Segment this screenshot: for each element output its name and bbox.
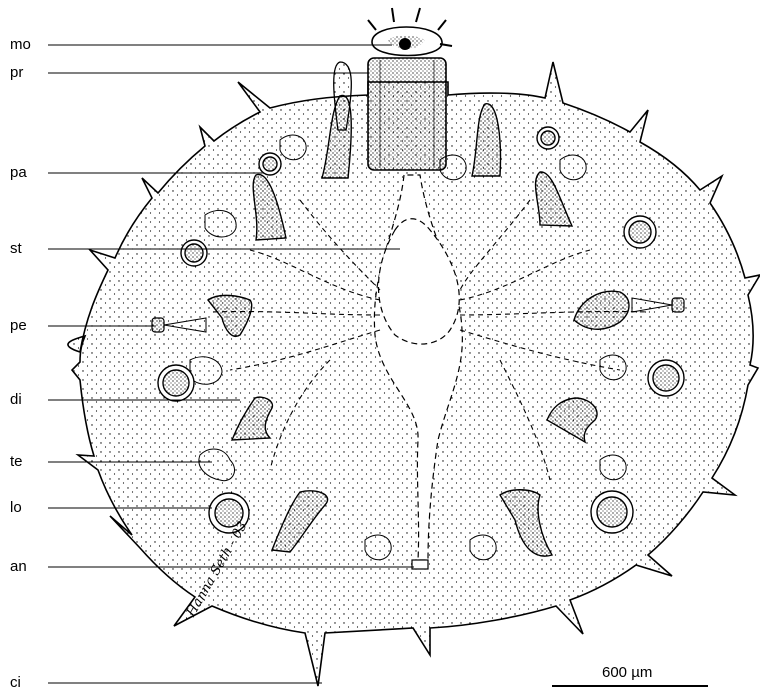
scale-bar-label: 600 µm [602,664,652,681]
label-pe: pe [10,318,27,333]
label-di: di [10,392,22,407]
label-te: te [10,454,23,469]
label-ci: ci [10,675,21,690]
label-mo: mo [10,37,31,52]
label-pr: pr [10,65,23,80]
label-an: an [10,559,27,574]
label-pa: pa [10,165,27,180]
label-lo: lo [10,500,22,515]
label-st: st [10,241,22,256]
